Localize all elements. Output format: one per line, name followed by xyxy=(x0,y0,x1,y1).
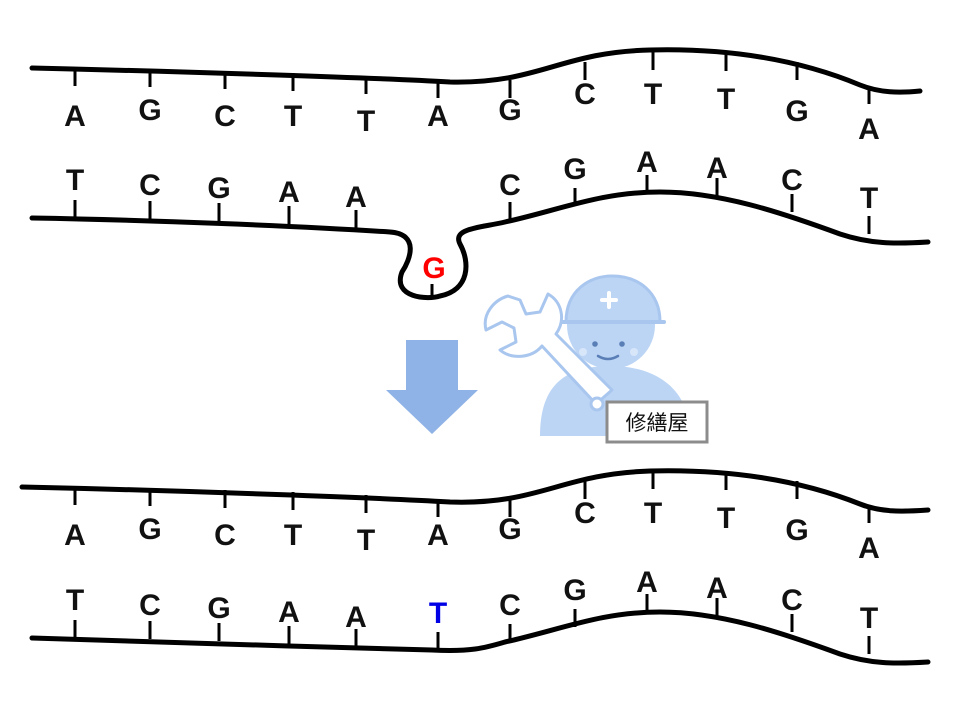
before-top-ticks xyxy=(73,52,871,104)
before-top-backbone xyxy=(29,47,923,95)
bottom-strand-base: T xyxy=(66,584,84,617)
bottom-strand-base: C xyxy=(781,584,803,617)
bottom-strand-base: C xyxy=(499,169,521,202)
top-strand-base: G xyxy=(498,513,521,546)
before-bottom-backbone xyxy=(29,189,931,301)
top-strand-base: T xyxy=(717,502,735,535)
bottom-strand-base: A xyxy=(706,152,728,185)
top-strand-base: C xyxy=(214,100,236,133)
top-strand-base: G xyxy=(785,514,808,547)
bottom-strand-base: G xyxy=(563,153,586,186)
bottom-strand-base: T xyxy=(66,164,84,197)
top-strand-base: T xyxy=(284,519,302,552)
top-strand-base: T xyxy=(644,78,662,111)
top-strand-base: A xyxy=(858,532,880,565)
bottom-strand-base: C xyxy=(499,589,521,622)
bottom-strand-base: A xyxy=(706,572,728,605)
repair-worker-label: 修繕屋 xyxy=(626,411,689,435)
top-strand-base: T xyxy=(357,524,375,557)
bottom-strand-base: G xyxy=(207,172,230,205)
top-strand-base: A xyxy=(858,113,880,146)
bottom-strand-base: C xyxy=(139,589,161,622)
bottom-strand-base: C xyxy=(139,169,161,202)
bottom-strand-base: A xyxy=(636,566,658,599)
bottom-strand-base: T xyxy=(860,602,878,635)
top-strand-base: A xyxy=(64,519,86,552)
bottom-strand-base: A xyxy=(636,146,658,179)
worker-smile xyxy=(596,354,620,361)
bottom-strand-base: T xyxy=(860,182,878,215)
after-top-ticks xyxy=(73,471,871,523)
after-bottom-backbone xyxy=(29,609,931,666)
after-bottom-bases: T C G A A T C G A A C T xyxy=(66,566,878,635)
repair-worker-label-box xyxy=(605,400,709,444)
down-arrow-icon xyxy=(386,340,478,434)
bottom-strand-base: G xyxy=(207,592,230,625)
top-strand-base: T xyxy=(357,105,375,138)
top-strand-base: G xyxy=(498,94,521,127)
bottom-strand-base: A xyxy=(345,601,367,634)
repair-worker-with-wrench-icon: 修繕屋 xyxy=(483,274,709,444)
wrench-icon xyxy=(483,292,614,412)
top-strand-base: T xyxy=(644,497,662,530)
top-strand-base: G xyxy=(785,95,808,128)
before-top-bases: A G C T T A G C T T G A xyxy=(64,78,880,146)
top-strand-base: C xyxy=(574,497,596,530)
bottom-strand-base: A xyxy=(278,596,300,629)
repaired-base: T xyxy=(429,597,447,630)
top-strand-base: A xyxy=(427,100,449,133)
top-strand-base: A xyxy=(64,100,86,133)
worker-eye-left xyxy=(592,341,598,347)
looped-out-base: G xyxy=(422,252,445,285)
after-top-bases: A G C T T A G C T T G A xyxy=(64,497,880,565)
worker-eye-right xyxy=(619,341,625,347)
top-strand-base: T xyxy=(284,100,302,133)
top-strand-base: C xyxy=(574,78,596,111)
bottom-strand-base: C xyxy=(781,164,803,197)
before-bottom-ticks xyxy=(73,175,871,234)
top-strand-base: C xyxy=(214,519,236,552)
bottom-strand-base: A xyxy=(345,181,367,214)
top-strand-base: A xyxy=(427,519,449,552)
bottom-strand-base: G xyxy=(563,574,586,607)
top-strand-base: G xyxy=(138,94,161,127)
before-bottom-bases: T C G A A C G A A C T xyxy=(66,146,878,215)
after-top-backbone xyxy=(19,468,931,514)
bottom-strand-base: A xyxy=(278,176,300,209)
top-strand-base: T xyxy=(717,83,735,116)
after-bottom-ticks xyxy=(73,594,871,654)
top-strand-base: G xyxy=(138,513,161,546)
